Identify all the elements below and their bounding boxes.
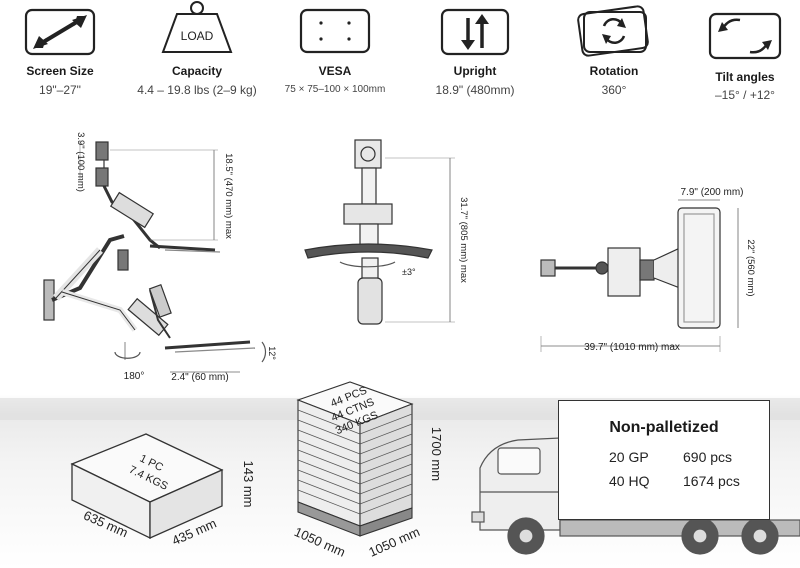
spec-value: 4.4 – 19.8 lbs (2–9 kg) [137,83,257,97]
top-reach-label: 39.7" (1010 mm) max [584,342,680,353]
side-top-offset-label: 3.9" (100 mm) [75,132,86,192]
spec-title: VESA [318,64,352,78]
top-tray-depth-label: 7.9" (200 mm) [680,187,743,198]
side-depth-label: 2.4" (60 mm) [171,372,228,383]
front-view-drawing [304,139,455,325]
pallet-height-label: 1700 mm [429,427,444,481]
carton-height-label: 143 mm [241,461,256,508]
load-icon-text: LOAD [181,29,214,43]
spec-title: Upright [453,64,497,78]
spec-value: 18.9" (480mm) [435,83,515,97]
dimension-drawings: 3.9" (100 mm) 18.5" (470 mm) max 180° 2.… [43,132,756,383]
truck-illustration [471,437,800,555]
spec-title: Rotation [589,64,639,78]
qty-20gp: 690 pcs [683,449,733,465]
side-view-drawing [43,140,267,373]
vesa-plate-icon [299,8,371,54]
pallet-length-label: 1050 mm [292,524,348,560]
side-rotation-label: 180° [124,371,145,382]
front-height-label: 31.7" (805 mm) max [458,197,469,283]
spec-value: 19"–27" [39,83,81,97]
pallet-stack: 44 PCS 44 CTNS 340 KGS [296,381,414,537]
spec-value: 360° [601,83,627,97]
container-20gp: 20 GP [609,449,649,465]
top-view-drawing [540,199,739,352]
qty-40hq: 1674 pcs [683,473,740,489]
spec-title: Screen Size [26,64,94,78]
spec-value: 75 × 75–100 × 100mm [284,84,386,95]
side-tilt-label: 12° [267,346,277,360]
container-40hq: 40 HQ [609,473,650,489]
side-height-label: 18.5" (470 mm) max [223,153,234,239]
shipping-title: Non-palletized [609,419,719,436]
load-weight-icon: LOAD [161,1,233,53]
spec-title: Capacity [171,64,223,78]
top-tray-width-label: 22" (560 mm) [745,239,756,296]
diagonal-arrow-icon [24,8,96,56]
rotation-icon [577,5,649,57]
single-carton: 1 PC 7.4 KGS 635 mm 435 mm 143 mm [70,433,256,548]
shipping-card: Non-palletized 20 GP 690 pcs 40 HQ 1674 … [558,400,770,520]
packaging-drawings: 1 PC 7.4 KGS 635 mm 435 mm 143 mm 44 PCS… [70,381,800,560]
front-swivel-label: ±3° [402,267,416,277]
spec-value: –15° / +12° [715,88,775,102]
up-down-arrows-icon [440,8,510,56]
spec-title: Tilt angles [715,70,775,84]
tilt-arrows-icon [708,12,782,60]
